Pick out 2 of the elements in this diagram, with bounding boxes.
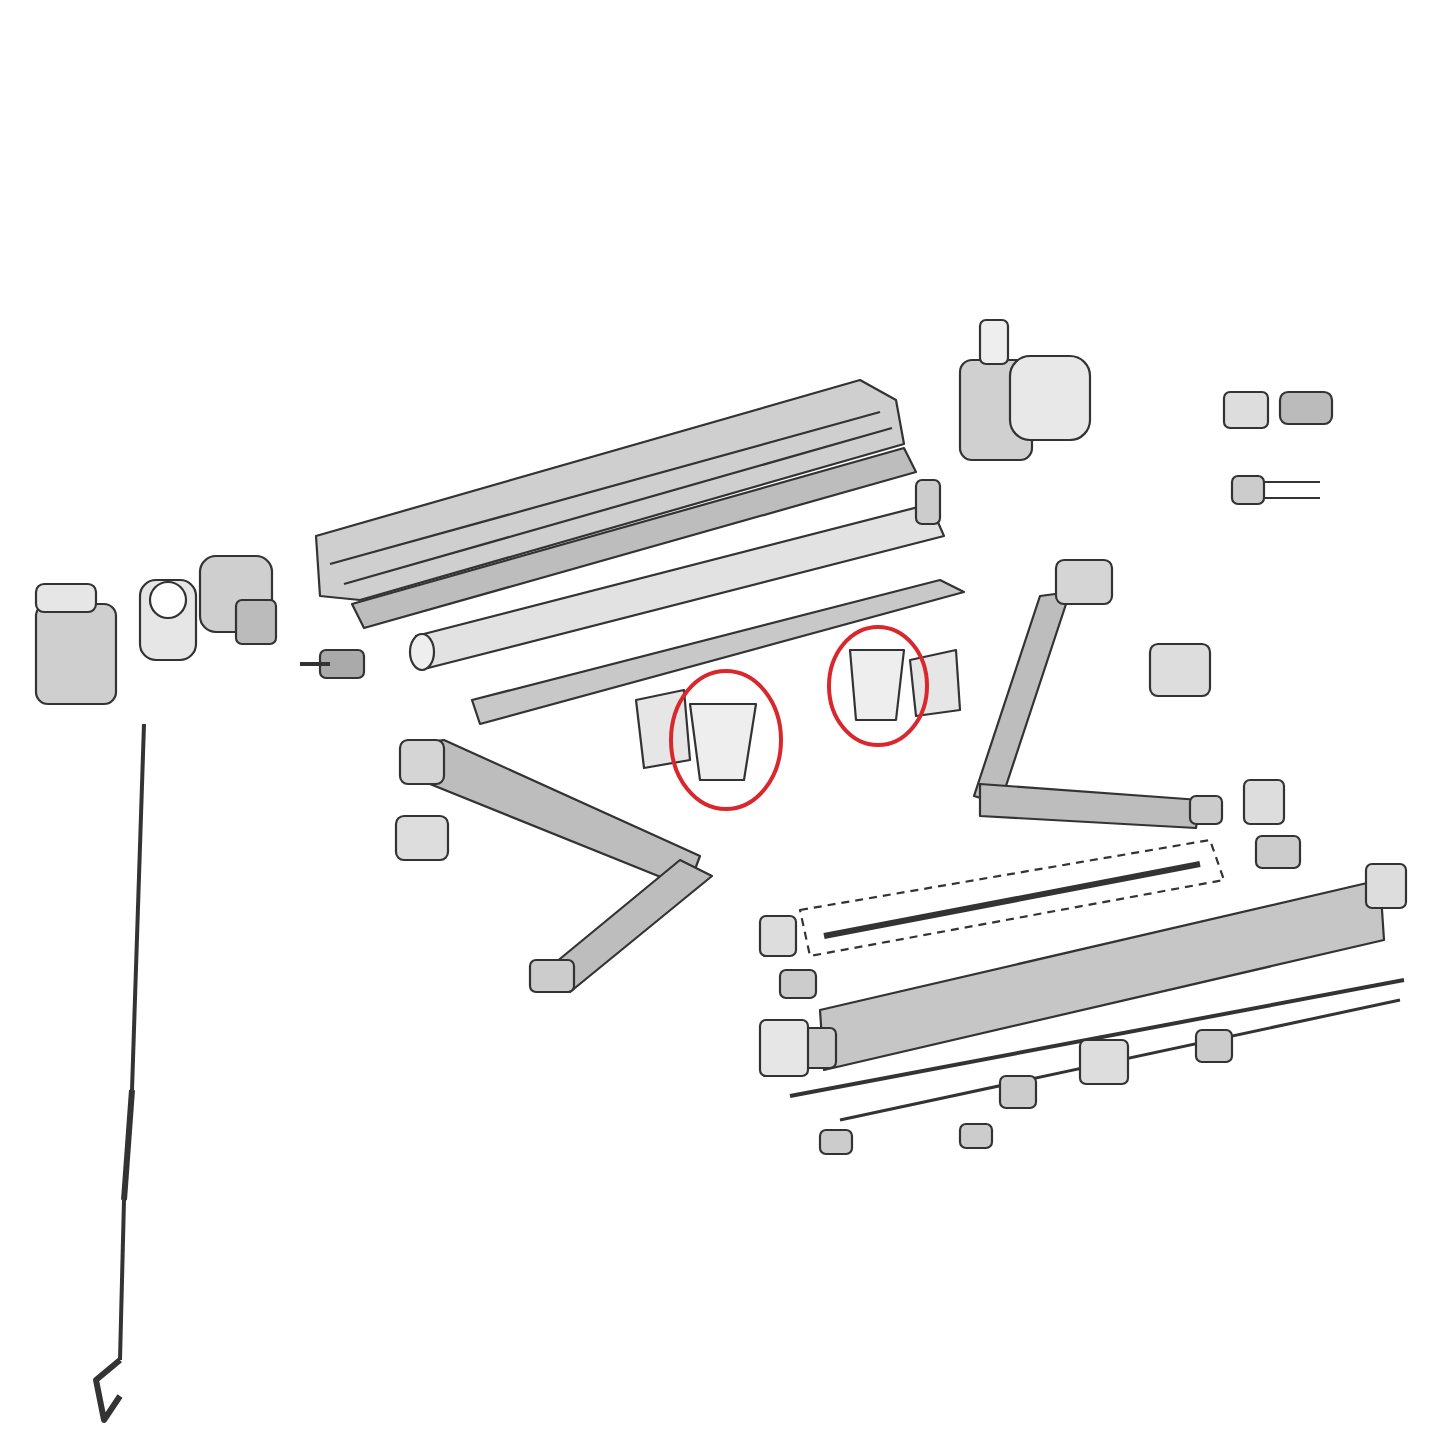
highlight-ring (668, 668, 784, 812)
highlight-ring (826, 624, 930, 748)
